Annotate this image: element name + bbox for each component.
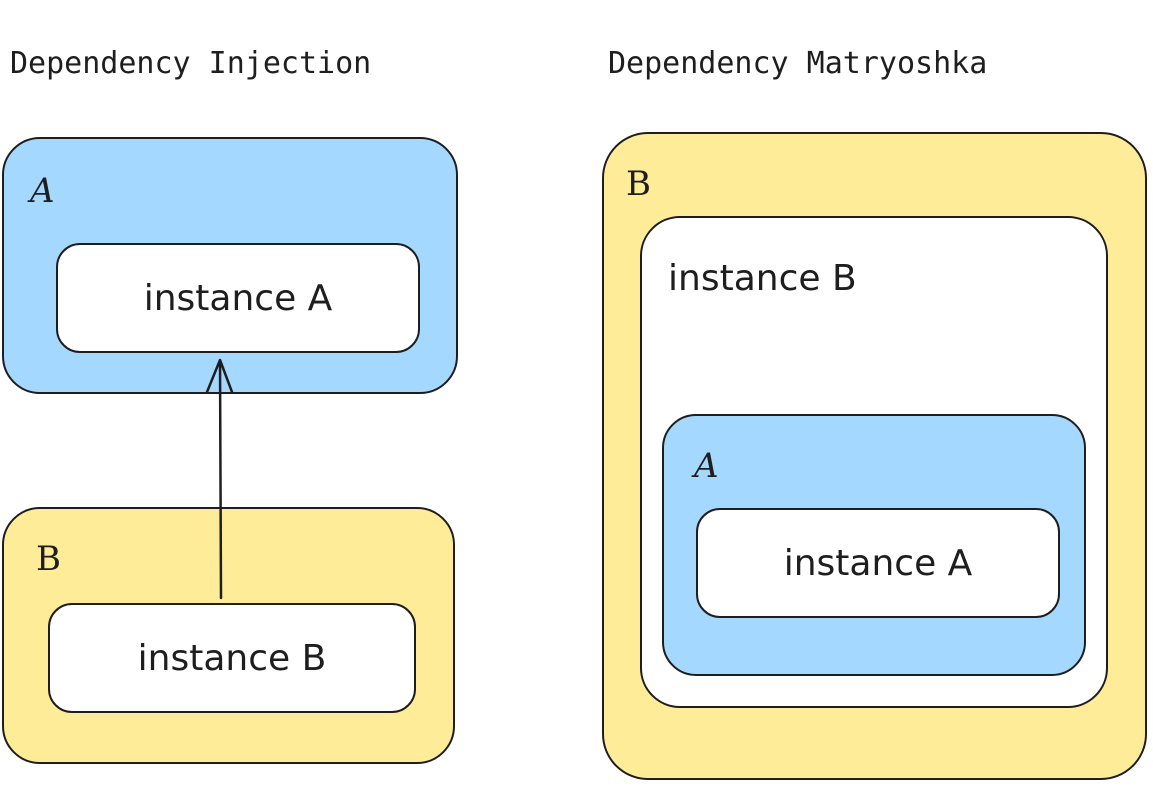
inner-box-a: A instance A xyxy=(662,414,1086,676)
outer-box-b: B instance B A instance A xyxy=(602,132,1147,780)
instance-b-label: instance B xyxy=(137,637,327,679)
instance-b-box: instance B xyxy=(48,603,416,713)
instance-b-container-label: instance B xyxy=(668,258,857,299)
arrow-line xyxy=(218,360,223,600)
left-heading: Dependency Injection xyxy=(10,46,372,81)
instance-a-label: instance A xyxy=(143,277,333,319)
box-b: B instance B xyxy=(2,507,455,764)
instance-a-box: instance A xyxy=(56,243,420,353)
inner-instance-a-label: instance A xyxy=(783,542,973,584)
right-heading: Dependency Matryoshka xyxy=(608,46,988,81)
inner-instance-a-box: instance A xyxy=(696,508,1060,618)
box-b-label: B xyxy=(36,539,61,579)
inner-box-a-label: A xyxy=(694,446,719,486)
box-a-label: A xyxy=(30,171,55,211)
box-a: A instance A xyxy=(2,137,458,394)
instance-b-container: instance B A instance A xyxy=(640,216,1108,708)
arrow-head xyxy=(205,358,234,394)
outer-box-b-label: B xyxy=(626,164,651,204)
